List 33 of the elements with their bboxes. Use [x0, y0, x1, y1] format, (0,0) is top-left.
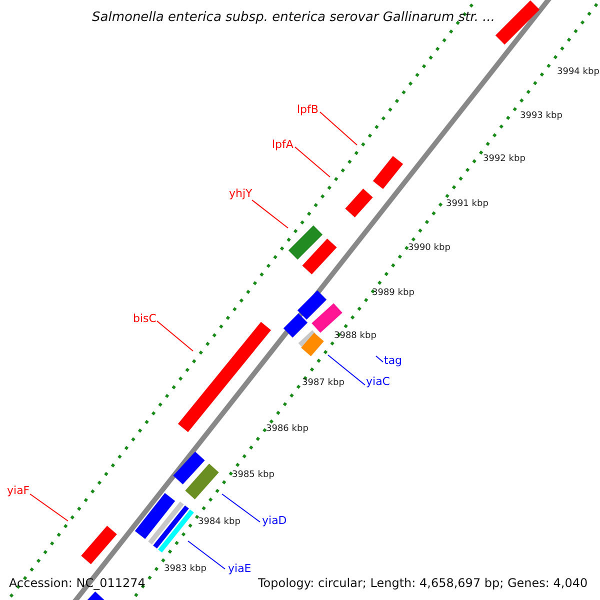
scale-label: 3990 kbp — [408, 244, 450, 253]
diagram-title: Salmonella enterica subsp. enterica serovar Gallinarum str. ... — [92, 11, 495, 24]
gene-label: bisC — [133, 313, 156, 324]
scale-label: 3994 kbp — [557, 68, 600, 77]
scale-label: 3985 kbp — [232, 471, 274, 480]
leader-line — [294, 146, 330, 178]
gene-label: yiaC — [366, 376, 390, 387]
scale-label: 3989 kbp — [372, 289, 414, 298]
scale-label: 3991 kbp — [446, 200, 488, 209]
leader-line — [30, 494, 68, 522]
gene-label: lpfA — [272, 139, 294, 150]
scale-label: 3993 kbp — [520, 112, 562, 121]
leader-line — [328, 354, 366, 386]
gene-label: yhjY — [229, 188, 252, 199]
scale-label: 3987 kbp — [302, 379, 344, 388]
gene-label: yiaD — [262, 515, 287, 526]
gene-label: yiaE — [228, 563, 252, 574]
scale-label: 3992 kbp — [483, 155, 526, 164]
leader-line — [252, 200, 288, 228]
leader-line — [320, 112, 358, 146]
leader-line — [222, 494, 260, 522]
scale-label: 3983 kbp — [164, 565, 206, 574]
genome-summary: Topology: circular; Length: 4,658,697 bp; Genes: 4,040 — [258, 577, 588, 589]
leader-line — [156, 320, 194, 352]
scale-label: 3984 kbp — [198, 518, 240, 527]
scale-label: 3986 kbp — [266, 425, 308, 434]
gene-label: lpfB — [297, 104, 318, 115]
accession-note: Accession: NC_011274 — [9, 577, 146, 589]
gene-label: yiaF — [7, 485, 30, 496]
gene-label: tag — [384, 355, 402, 366]
leader-line — [188, 540, 226, 570]
leader-line — [376, 356, 384, 362]
scale-label: 3988 kbp — [334, 332, 376, 341]
